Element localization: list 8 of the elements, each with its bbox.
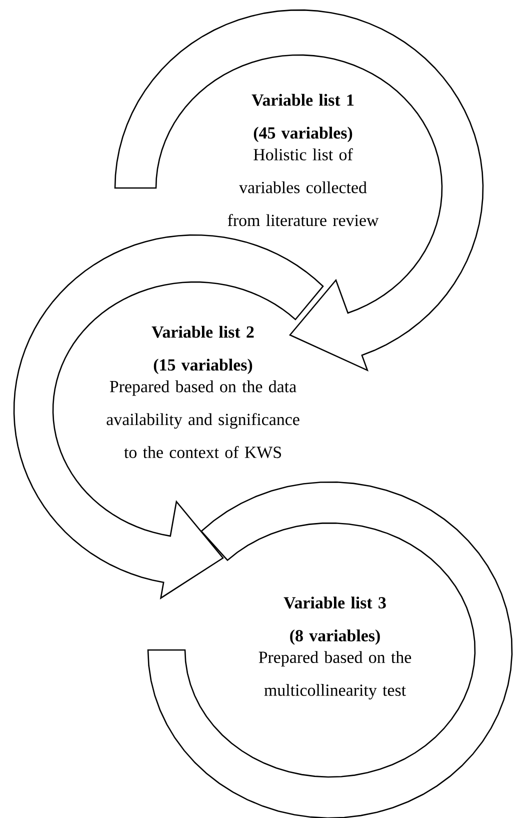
description: Prepared based on the multicollinearity test [258, 651, 412, 700]
description: Holistic list of variables collected from literature review [228, 148, 379, 226]
heading: Variable list 1 (45 variables) [252, 94, 354, 142]
heading: Variable list 2 (15 variables) [152, 326, 254, 374]
heading: Variable list 3 (8 variables) [284, 596, 386, 645]
description: Prepared based on the data availability and significance to the context of KWS [106, 380, 300, 458]
circular-arrow [114, 9, 484, 372]
circular-arrow [13, 234, 324, 600]
